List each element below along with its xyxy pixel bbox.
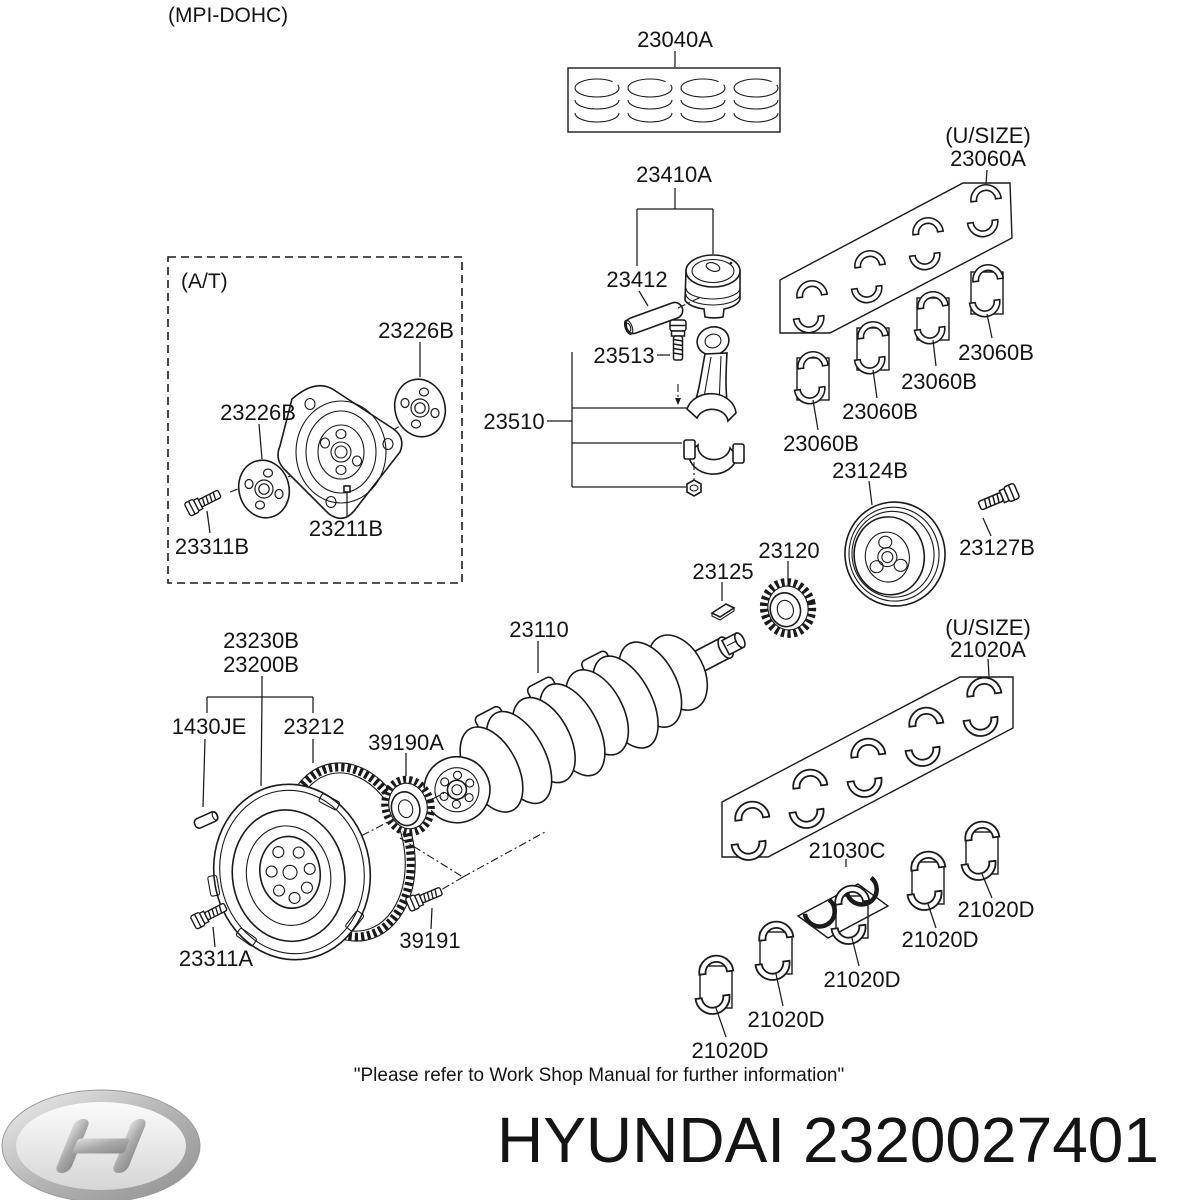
dowel-pin-label: 1430JE [172,714,247,739]
adapter-plate-inner-label: 23226B [220,400,296,425]
crank-position-wheel-drawing [381,753,546,891]
connecting-rod-label: 23510 [483,409,544,434]
brand-name: HYUNDAI [497,1104,785,1176]
flywheel-label: 23200B [223,652,299,677]
damper-pulley-label: 23124B [832,458,908,483]
adapter-plate-outer-label: 23226B [378,318,454,343]
piston-pin-leader [638,290,649,307]
crank-position-wheel-label: 39190A [368,730,444,755]
pulley-bolt-label: 23127B [959,535,1035,560]
flywheel-drawing [207,783,372,961]
damper-pulley-drawing [844,480,946,607]
piston-pin-drawing [623,296,702,335]
main-bearing-callout-2 [885,838,968,929]
piston-pin-label: 23412 [606,267,667,292]
dowel-pin-drawing [193,811,219,829]
rod-bearing-label-4: 23060B [783,431,859,456]
main-bearing-usize-note: (U/SIZE) [945,615,1031,640]
drive-plate-label: 23211B [309,516,383,541]
main-bearing-callout-4 [733,908,816,1007]
part-number: 2320027401 [803,1104,1159,1176]
piston-drawing [684,254,741,319]
flywheel-callout-bracket [202,676,314,808]
rod-bolt-drawing [669,319,687,405]
main-bearing-label-1: 21020D [957,897,1034,922]
crank-sprocket-label: 23120 [758,538,819,563]
rod-bearing-label-3: 23060B [842,399,918,424]
at-group-title: (A/T) [181,270,228,293]
position-wheel-bolt-label: 39191 [399,928,460,953]
flywheel-bolt-label: 23311A [179,946,254,971]
connecting-rod-callout-bracket [547,352,688,488]
rod-bearing-label-1: 23060B [958,340,1034,365]
engine-variant-note: (MPI-DOHC) [168,4,288,27]
flywheel-assembly-label: 23230B [223,628,299,653]
main-bearing-set-label: 21020A [950,637,1026,662]
thrust-washers-label: 21030C [808,838,885,863]
crankshaft-drawing [423,632,746,824]
rod-bearing-set-label: 23060A [950,146,1026,171]
key-label: 23125 [692,559,753,584]
hyundai-logo [1,1089,201,1200]
adapter-plate-inner-drawing [231,423,297,525]
main-bearing-label-5: 21020D [691,1038,768,1063]
rod-bearing-callout-2 [894,279,969,367]
crank-sprocket-drawing [759,561,817,638]
key-drawing [710,582,736,621]
rod-bearing-callout-4 [774,339,849,431]
main-bearing-label-2: 21020D [901,927,978,952]
main-bearing-label-4: 21020D [747,1007,824,1032]
main-bearing-set-drawing [709,658,1024,874]
rod-bolt-label: 23513 [593,343,654,368]
flywheel-bolt-drawing [189,899,230,948]
pulley-bolt-drawing [975,482,1021,537]
drive-plate-drawing [277,384,403,520]
main-bearing-callout-5 [673,942,756,1038]
drive-plate-bolt-label: 23311B [175,534,249,559]
position-wheel-bolt-drawing [404,883,445,930]
main-bearing-callout-3 [809,872,892,967]
ring-gear-label: 23212 [283,714,344,739]
rod-bearing-usize-note: (U/SIZE) [945,123,1031,148]
adapter-plate-outer-drawing [387,342,453,444]
piston-ring-set-label: 23040A [637,27,713,52]
connecting-rod-drawing [683,326,745,497]
drive-plate-bolt-drawing [183,486,224,534]
piston-ring-set-drawing [567,51,781,133]
piston-label: 23410A [636,162,712,187]
crankshaft-label: 23110 [509,617,569,642]
rod-bearing-callout-1 [949,252,1024,339]
rod-bearing-callout-3 [834,309,909,399]
piston-callout-bracket [636,188,714,266]
main-bearing-callout-1 [939,808,1022,899]
main-bearing-label-3: 21020D [823,967,900,992]
workshop-manual-note: "Please refer to Work Shop Manual for fu… [354,1065,844,1086]
at-group [167,256,463,584]
rod-bearing-label-2: 23060B [901,369,977,394]
rod-bearing-set-drawing [773,169,1022,345]
